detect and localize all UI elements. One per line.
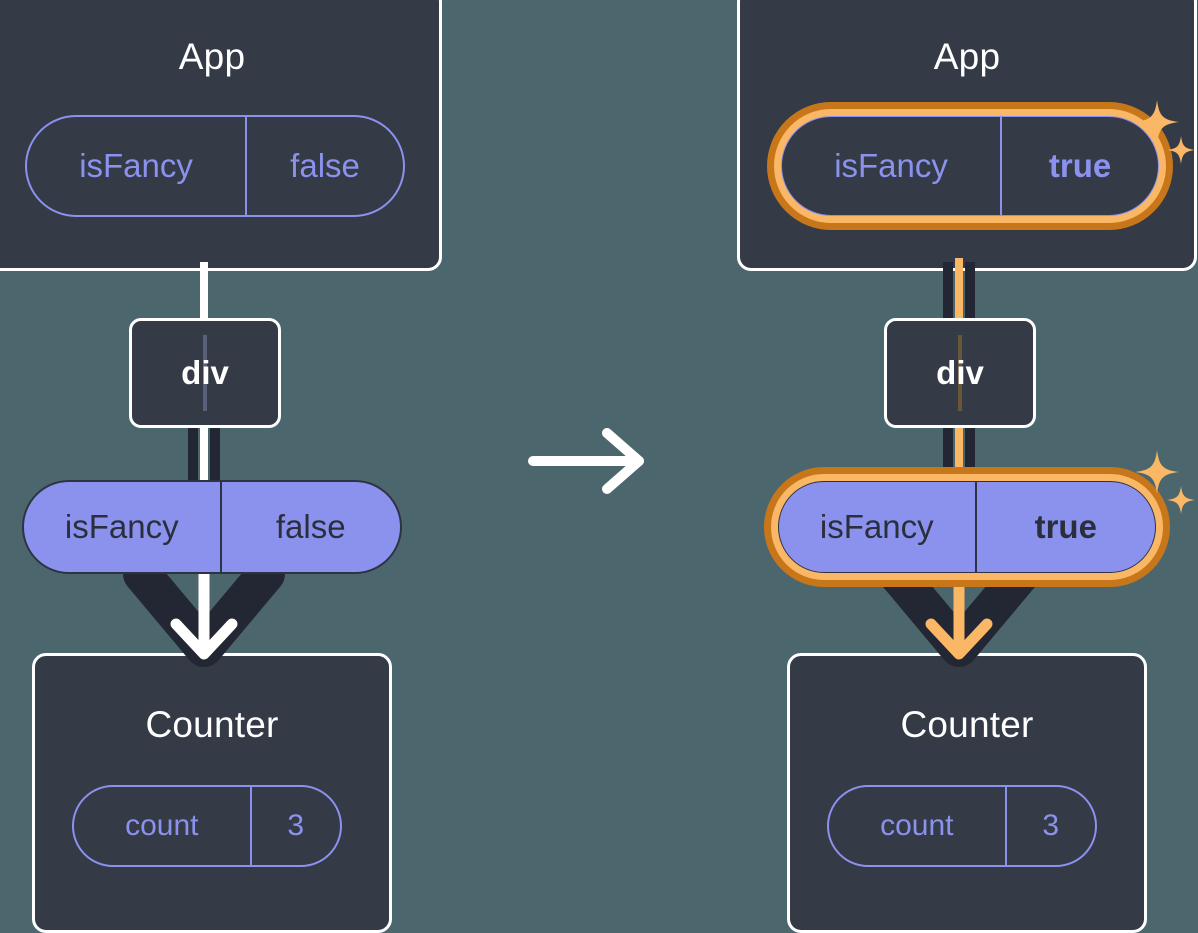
connector-passthrough	[203, 335, 207, 411]
connector-rail-left	[188, 424, 198, 488]
connector-rail-right-top	[965, 262, 975, 324]
connector-rail-left	[943, 424, 953, 488]
state-pill-value: false	[290, 147, 360, 184]
state-pill-value: 3	[287, 809, 305, 842]
element-box-div: div	[884, 318, 1036, 428]
props-pill-isfancy[interactable]: isFancy false	[22, 480, 402, 574]
render-arrow-after	[867, 562, 1051, 682]
element-tag-label: div	[936, 354, 984, 391]
connector-rail-right	[210, 424, 220, 488]
panel-before: App isFancy false div isFancy false	[0, 0, 442, 933]
state-pill-value: 3	[1042, 809, 1060, 842]
state-pill-isfancy-app[interactable]: isFancy true	[780, 115, 1160, 217]
render-arrow-before	[112, 562, 296, 682]
element-box-div: div	[129, 318, 281, 428]
state-pill-count-counter[interactable]: count 3	[827, 785, 1097, 867]
state-pill-value: true	[1048, 147, 1112, 184]
props-pill-value: true	[1034, 508, 1097, 545]
component-box-app: App isFancy false	[0, 0, 442, 271]
props-pill-name: isFancy	[779, 482, 977, 572]
state-pill-isfancy-app[interactable]: isFancy false	[25, 115, 405, 217]
transition-arrow-icon	[525, 425, 655, 497]
state-pill-name: count	[74, 787, 252, 865]
state-pill-name: count	[829, 787, 1007, 865]
props-pill-name: isFancy	[24, 482, 222, 572]
component-title-counter: Counter	[900, 704, 1034, 745]
state-pill-name: isFancy	[27, 117, 248, 215]
state-pill-count-counter[interactable]: count 3	[72, 785, 342, 867]
component-title-app: App	[178, 36, 246, 77]
connector-app-to-div	[200, 262, 208, 324]
connector-passthrough	[958, 335, 962, 411]
props-pill-value: false	[275, 508, 346, 545]
component-box-app: App isFancy true	[737, 0, 1197, 271]
connector-stripe	[200, 424, 208, 488]
connector-rail-right	[965, 424, 975, 488]
connector-rail-left-top	[943, 262, 953, 324]
state-pill-name: isFancy	[782, 117, 1003, 215]
connector-stripe-top	[955, 258, 963, 324]
panel-after: App isFancy true div isFancy	[737, 0, 1197, 933]
connector-stripe	[955, 424, 963, 488]
component-title-counter: Counter	[145, 704, 279, 745]
element-tag-label: div	[181, 354, 229, 391]
props-pill-isfancy[interactable]: isFancy true	[777, 480, 1157, 574]
component-title-app: App	[933, 36, 1001, 77]
